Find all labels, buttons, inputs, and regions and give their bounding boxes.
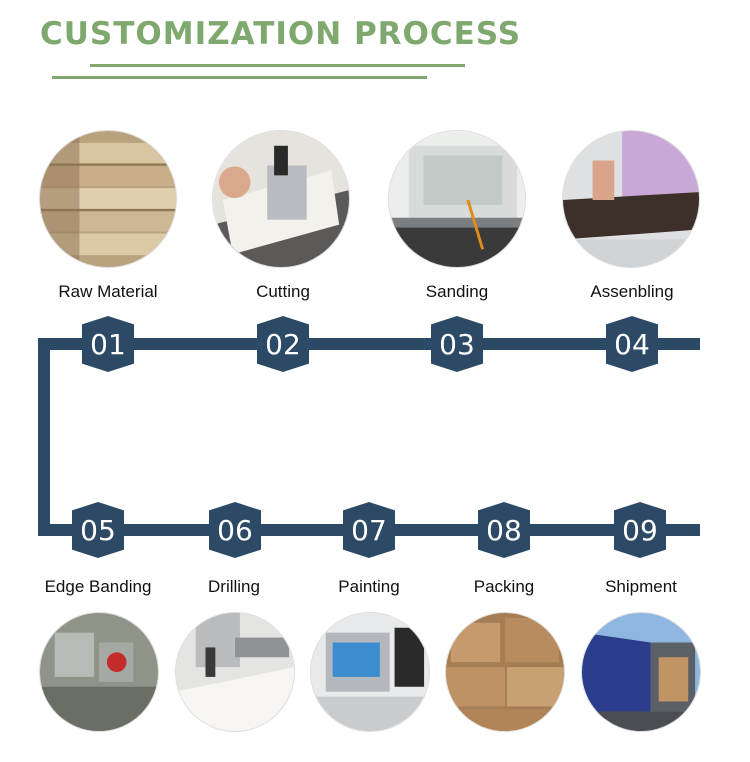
step-badge-07: 07: [343, 502, 395, 558]
cutting-photo: [212, 130, 350, 268]
step-label-shipment: Shipment: [605, 577, 677, 596]
step-label-raw-material: Raw Material: [58, 282, 158, 301]
painting-photo: [310, 612, 430, 732]
sanding-photo: [388, 130, 526, 268]
step-badge-06: 06: [209, 502, 261, 558]
step-label-sanding: Sanding: [425, 282, 489, 301]
step-badge-04: 04: [606, 316, 658, 372]
title-underline-top: [90, 64, 465, 67]
step-badge-05: 05: [72, 502, 124, 558]
raw-material-photo: [39, 130, 177, 268]
assembling-photo: [562, 130, 700, 268]
track-left: [38, 338, 50, 536]
step-badge-02: 02: [257, 316, 309, 372]
title-underline-bottom: [52, 76, 427, 79]
step-badge-08: 08: [478, 502, 530, 558]
drilling-photo: [175, 612, 295, 732]
track-top: [38, 338, 700, 350]
step-label-cutting: Cutting: [256, 282, 310, 301]
step-badge-01: 01: [82, 316, 134, 372]
step-label-painting: Painting: [338, 577, 400, 596]
packing-photo: [445, 612, 565, 732]
step-label-edge-banding: Edge Banding: [44, 577, 152, 596]
step-badge-03: 03: [431, 316, 483, 372]
step-label-drilling: Drilling: [208, 577, 260, 596]
edge-banding-photo: [39, 612, 159, 732]
page-title: CUSTOMIZATION PROCESS: [40, 16, 522, 52]
step-badge-09: 09: [614, 502, 666, 558]
shipment-photo: [581, 612, 701, 732]
step-label-assenbling: Assenbling: [590, 282, 674, 301]
step-label-packing: Packing: [473, 577, 535, 596]
